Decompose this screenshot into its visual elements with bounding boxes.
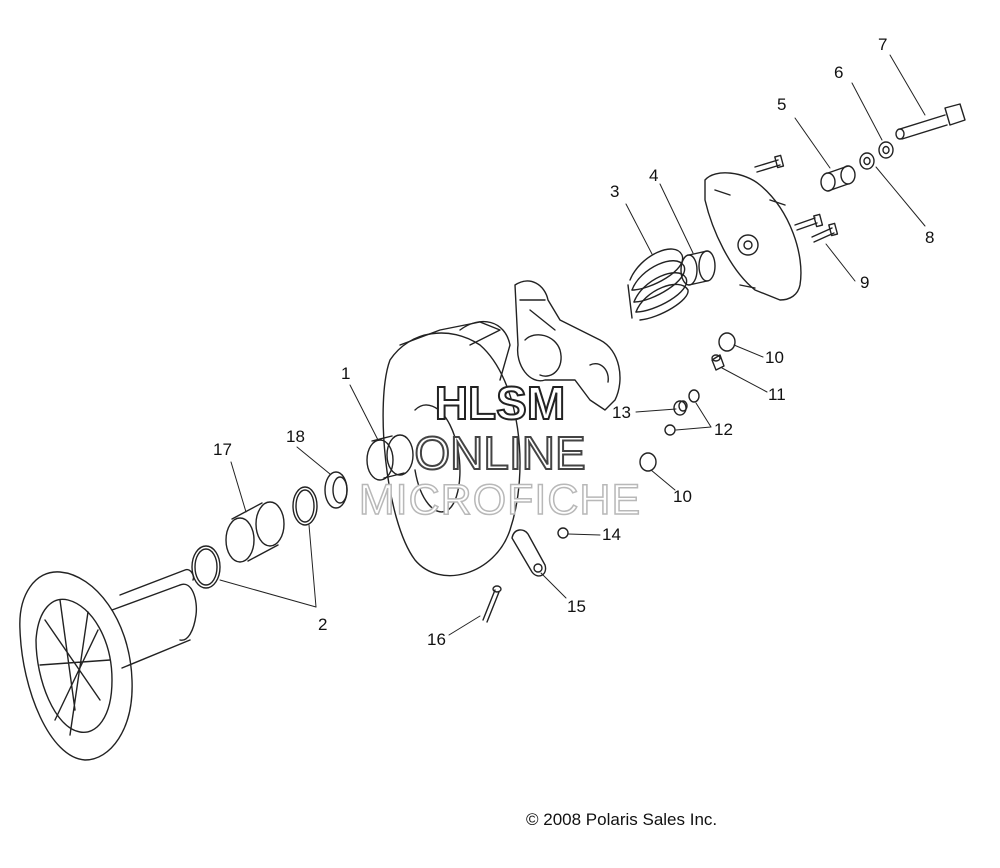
leader-10a	[733, 344, 764, 358]
leader-15	[540, 572, 567, 599]
leader-12a	[695, 402, 712, 428]
callout-10-lower: 10	[673, 487, 692, 506]
callout-14: 14	[602, 525, 621, 544]
pin-16-part	[482, 585, 502, 623]
nut-14-part	[557, 527, 569, 539]
leader-18	[296, 446, 331, 475]
bushing-1-part	[366, 434, 414, 481]
callout-1: 1	[341, 364, 351, 383]
leader-6	[851, 82, 883, 141]
leader-10b	[650, 469, 676, 491]
cover-part	[704, 172, 802, 301]
moveable-sheave-part	[382, 320, 521, 577]
washer-6-part	[878, 141, 894, 159]
callout-4: 4	[649, 166, 659, 185]
weight-15-part	[511, 529, 547, 577]
washer-12-part	[664, 389, 700, 436]
watermark-line-3: MICROFICHE	[358, 475, 642, 525]
leader-2a	[308, 524, 317, 608]
leader-14	[567, 533, 601, 536]
callout-5: 5	[777, 95, 787, 114]
watermark-line-1: HLSM	[434, 376, 566, 430]
callout-7: 7	[878, 35, 888, 54]
callout-16: 16	[427, 630, 446, 649]
bushing-17-part	[225, 501, 285, 563]
cover-bolts-part	[754, 154, 839, 243]
copyright-text: © 2008 Polaris Sales Inc.	[526, 810, 718, 829]
leader-3	[625, 203, 653, 255]
callout-11: 11	[768, 385, 786, 404]
callout-10-upper: 10	[765, 348, 784, 367]
leader-13	[635, 408, 677, 413]
bushing-5-part	[820, 165, 856, 192]
leader-2b	[219, 579, 317, 608]
callout-3: 3	[610, 182, 620, 201]
leader-9	[825, 243, 856, 282]
bolt-7-part	[895, 103, 966, 140]
leader-17	[230, 461, 247, 513]
leader-7	[889, 54, 926, 116]
seal-18-part	[324, 471, 348, 509]
bushing-13-part	[673, 400, 688, 416]
callout-6: 6	[834, 63, 844, 82]
pin-11-part	[711, 354, 725, 371]
leader-8	[875, 166, 926, 227]
watermark-line-2: ONLINE	[413, 426, 586, 480]
leader-5	[794, 117, 831, 169]
spider-part	[514, 280, 621, 411]
callout-17: 17	[213, 440, 232, 459]
leader-16	[448, 615, 481, 636]
callout-8: 8	[925, 228, 935, 247]
callout-12: 12	[714, 420, 733, 439]
callout-2: 2	[318, 615, 328, 634]
leader-lines	[219, 54, 926, 636]
bushing-4-part	[680, 250, 716, 286]
washer-8-part	[859, 152, 875, 170]
callout-18: 18	[286, 427, 305, 446]
callout-13: 13	[612, 403, 631, 422]
o-ring-2-part	[191, 486, 318, 589]
fixed-sheave-part	[19, 568, 198, 761]
callout-15: 15	[567, 597, 586, 616]
leader-11	[721, 367, 768, 393]
leader-4	[659, 183, 694, 254]
leader-1	[349, 384, 379, 441]
roller-10-part	[639, 332, 736, 472]
leader-12b	[675, 426, 712, 431]
callout-9: 9	[860, 273, 870, 292]
spring-part	[627, 248, 689, 321]
